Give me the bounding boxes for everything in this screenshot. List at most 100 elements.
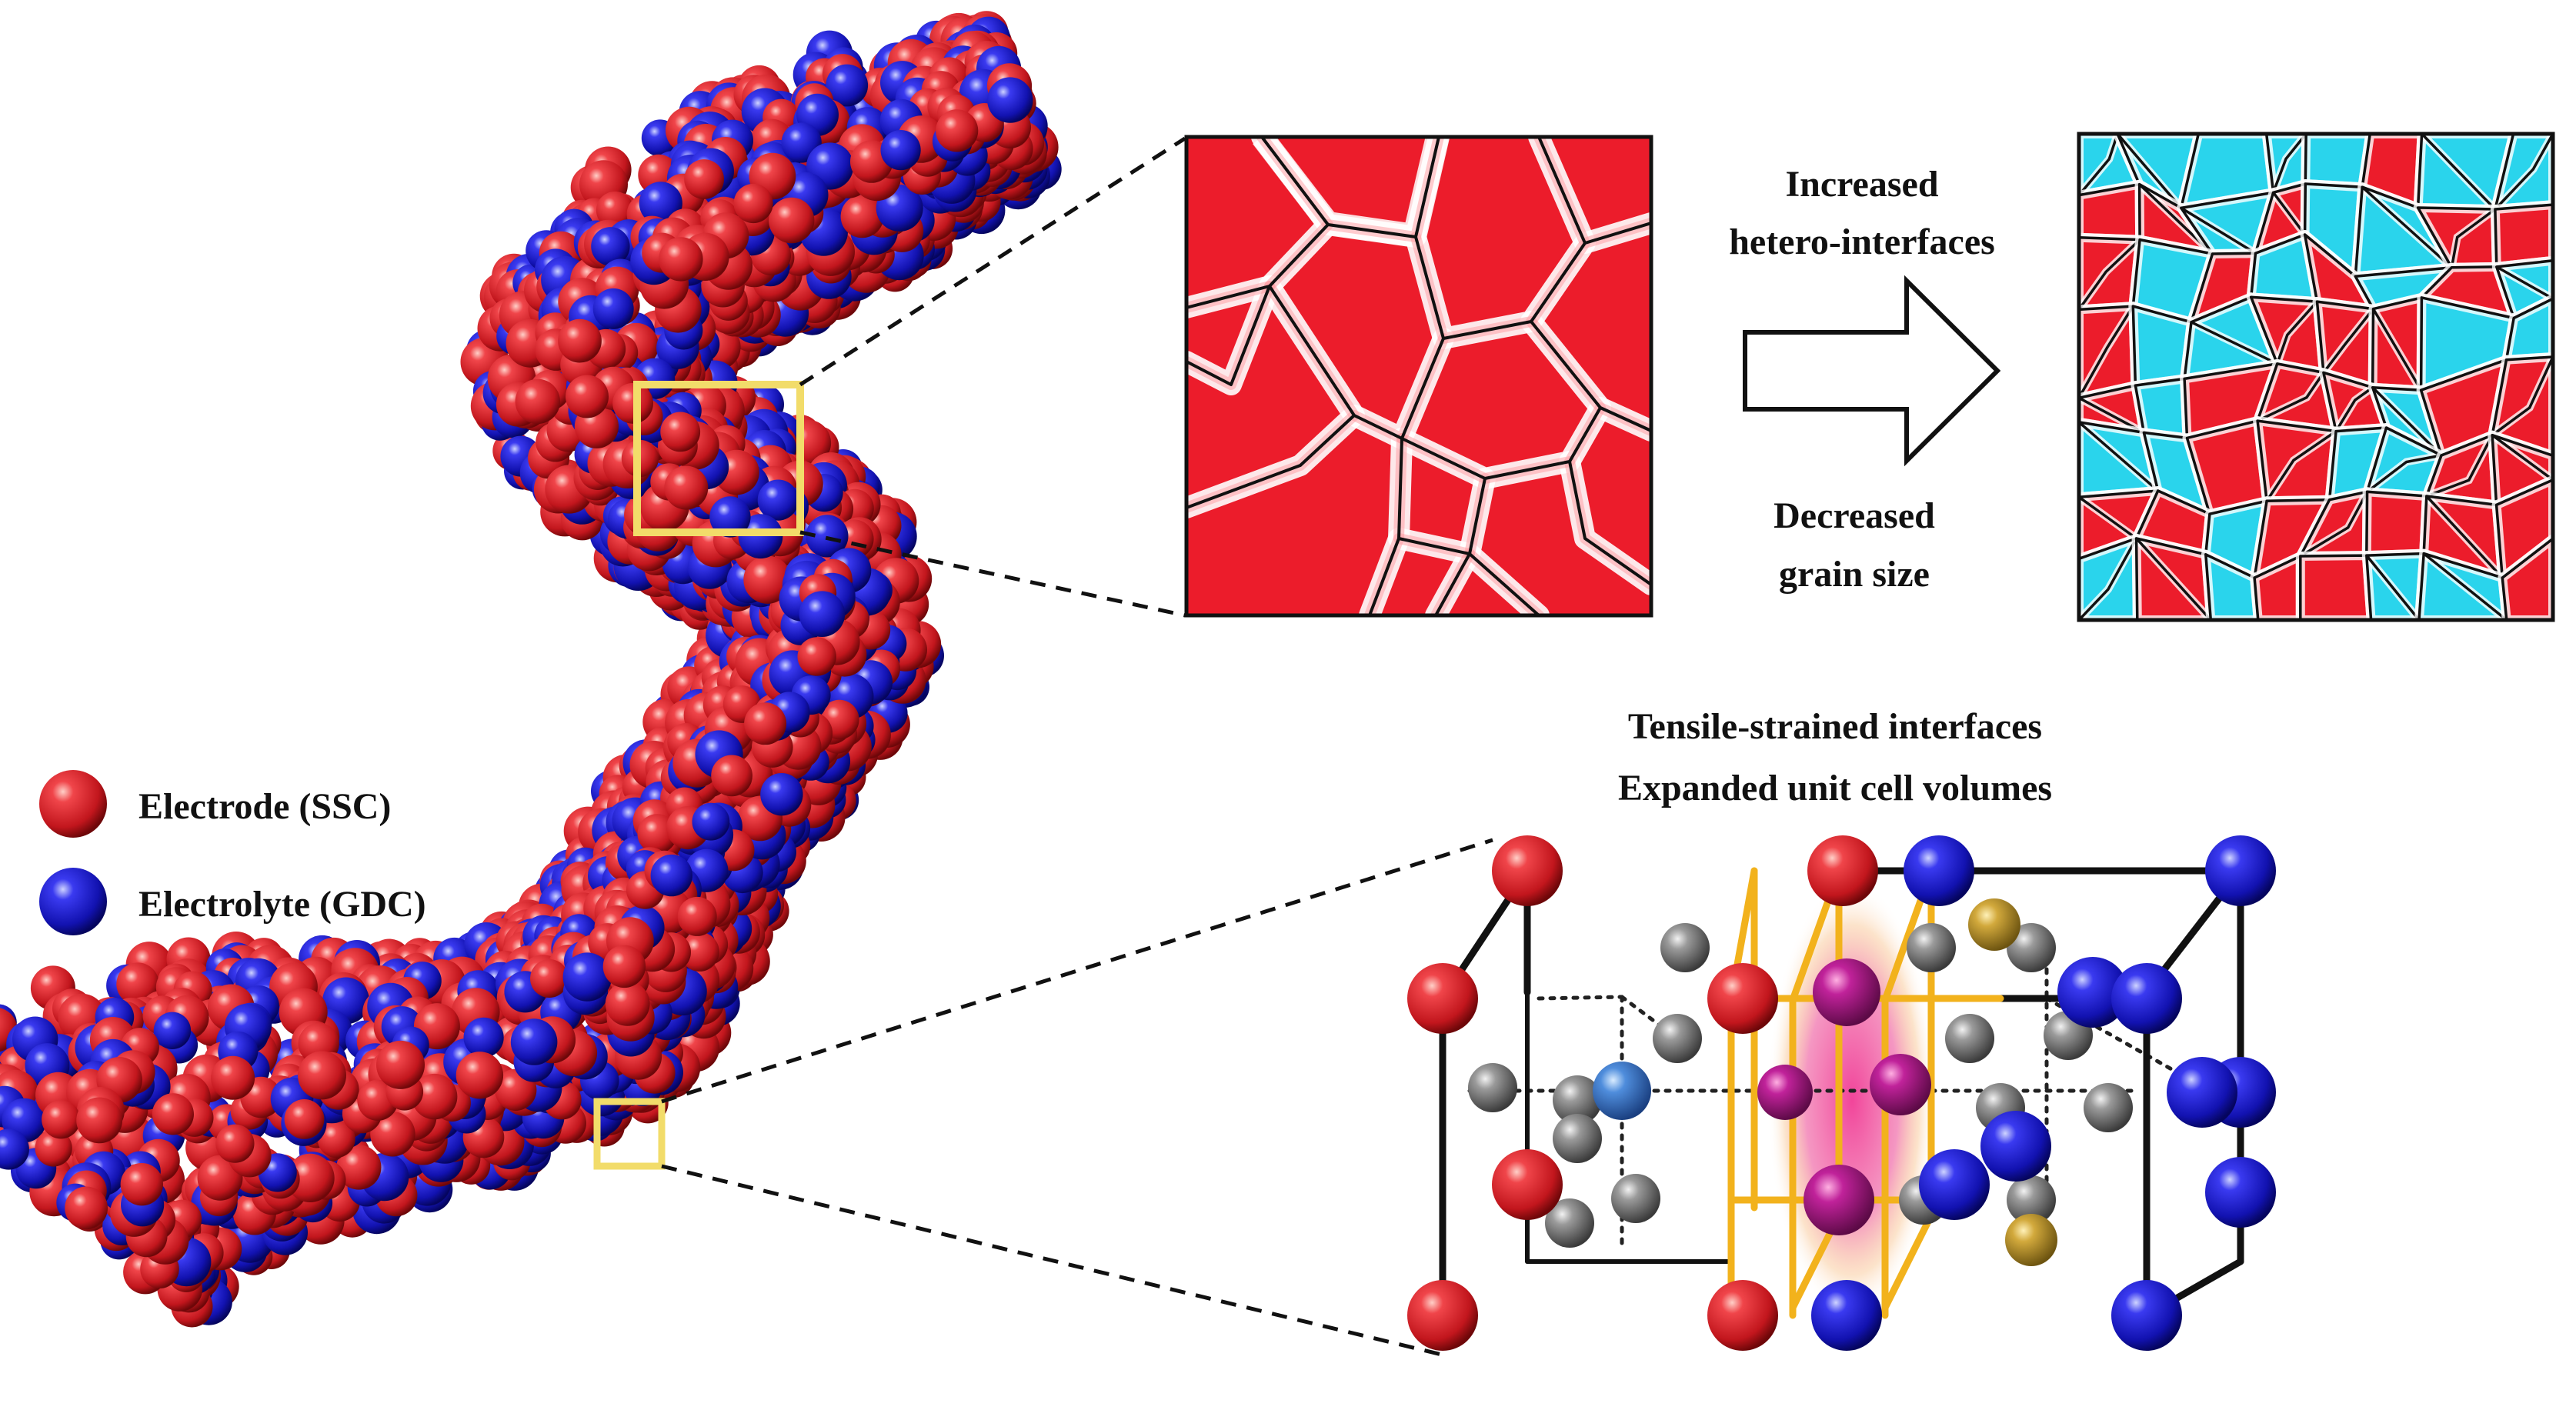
electrode-particle — [35, 1129, 72, 1167]
grain-boundary-line — [2491, 433, 2553, 507]
grain-boundary-line — [2116, 134, 2183, 209]
grain-boundary-line — [1186, 285, 1271, 386]
legend-electrolyte-marker — [39, 868, 107, 935]
electrode-atom — [1807, 835, 1878, 906]
grain-boundary-line — [1468, 552, 1540, 615]
electrolyte-atom — [2167, 1057, 2237, 1128]
grain-boundary-line — [2491, 356, 2553, 437]
electrolyte-atom — [1980, 1111, 2051, 1182]
zoom-lines — [661, 136, 1493, 1358]
grain-boundary-line — [2494, 134, 2553, 211]
grain-boundary-line — [1397, 537, 1471, 555]
coarse-grain-panel — [1184, 135, 1653, 618]
gray-atom — [1660, 923, 1710, 972]
electrode-particle — [370, 1112, 415, 1157]
grain-boundary-line — [2371, 308, 2423, 392]
electrolyte-atom — [2057, 957, 2128, 1028]
electrolyte-particle — [826, 64, 869, 107]
electrode-particle — [284, 1099, 325, 1139]
legend-electrolyte-label: Electrolyte (GDC) — [138, 884, 426, 925]
electrode-particle — [566, 375, 609, 418]
grain-boundary-line — [2494, 134, 2553, 211]
transition-annotation: Increased hetero-interfaces Decreased gr… — [1729, 164, 2001, 595]
grain-boundary-line — [2494, 203, 2553, 268]
electrode-grain — [2361, 487, 2431, 561]
electrode-particle — [664, 465, 709, 510]
electrode-particle — [317, 1120, 355, 1158]
electrode-particle — [743, 555, 792, 604]
grain-boundary-line — [2421, 134, 2497, 211]
grain-boundary-line — [2423, 552, 2508, 620]
gray-atom — [2007, 923, 2056, 972]
electrode-particle — [65, 1186, 108, 1230]
magenta-atom — [1813, 958, 1880, 1026]
grain-boundary-line — [1268, 285, 1445, 440]
grain-boundary-line — [2079, 495, 2137, 540]
electrode-particle — [840, 195, 884, 238]
grain-boundary-line — [2361, 185, 2453, 269]
grain-boundary-line — [2257, 372, 2325, 422]
grain-boundary-line — [2134, 537, 2213, 620]
electrolyte-atom — [1904, 835, 1974, 906]
grain-boundary-line — [2491, 355, 2553, 458]
grain-boundary-line — [2204, 553, 2260, 620]
interface-edge — [1881, 1212, 1935, 1312]
gold-atom — [1968, 898, 2020, 951]
electrode-particle — [42, 1100, 81, 1139]
electrode-particle — [76, 1097, 122, 1144]
grain-boundary-line — [1568, 460, 1651, 586]
gray-atom — [1611, 1174, 1660, 1223]
grain-boundary-line — [2501, 537, 2553, 620]
electrolyte-atom — [2111, 1280, 2182, 1351]
grain-boundary-line — [2079, 134, 2119, 196]
grain-boundary-line — [2180, 206, 2257, 255]
electrode-particle — [376, 1040, 425, 1089]
electrolyte-particle — [562, 952, 612, 1002]
electrode-particle — [530, 959, 569, 998]
legend-electrode-marker — [39, 770, 107, 838]
electrode-particle — [677, 896, 717, 936]
transition-label-decreased: Decreased — [1774, 495, 1935, 536]
electrode-particle — [455, 1052, 504, 1099]
electrolyte-particle — [463, 1017, 504, 1058]
electrode-particle — [285, 1153, 335, 1202]
electrolyte-atom — [1811, 1280, 1882, 1351]
electrode-particle — [605, 982, 650, 1026]
lattice-caption-line2: Expanded unit cell volumes — [1618, 768, 2052, 808]
gray-atom — [1545, 1198, 1594, 1248]
grain-boundary-line — [2494, 478, 2553, 579]
grain-boundary-line — [2135, 537, 2212, 620]
electrode-particle — [116, 962, 159, 1005]
electrolyte-particle — [987, 77, 1033, 123]
electrolyte-atom — [2205, 835, 2276, 906]
electrolyte-particle — [709, 496, 751, 538]
grain-boundary-line — [2450, 208, 2496, 268]
electrode-particle — [298, 1051, 346, 1100]
grain-boundary-line — [2334, 386, 2374, 432]
transition-label-increased: Increased — [1785, 164, 1938, 205]
grain-boundary-line — [2371, 386, 2443, 457]
grain-boundary-line — [2495, 259, 2553, 320]
nanofiber-composite — [0, 11, 1062, 1328]
electrode-particle — [211, 1055, 255, 1100]
electrode-particle — [215, 1124, 255, 1163]
electrolyte-particle — [799, 591, 846, 637]
electrolyte-particle — [806, 515, 849, 558]
grain-boundary-line — [2079, 538, 2138, 620]
gold-atom — [2005, 1214, 2057, 1266]
magnified-region-upper — [633, 381, 804, 536]
grain-boundary-line — [2418, 552, 2508, 620]
gray-atom — [1945, 1014, 1994, 1063]
electrode-particle — [602, 945, 646, 988]
electrolyte-atom — [1919, 1149, 1990, 1220]
electrolyte-particle — [880, 130, 921, 171]
grain-boundary-line — [2322, 308, 2374, 374]
magenta-atom — [1870, 1054, 1931, 1115]
grain-boundary-line — [2079, 421, 2159, 492]
gray-atom — [2084, 1083, 2133, 1132]
grain-boundary-line — [2191, 321, 2278, 365]
gray-atom — [1553, 1075, 1602, 1125]
electrolyte-particle — [0, 1128, 29, 1170]
electrode-particle — [412, 1073, 458, 1120]
